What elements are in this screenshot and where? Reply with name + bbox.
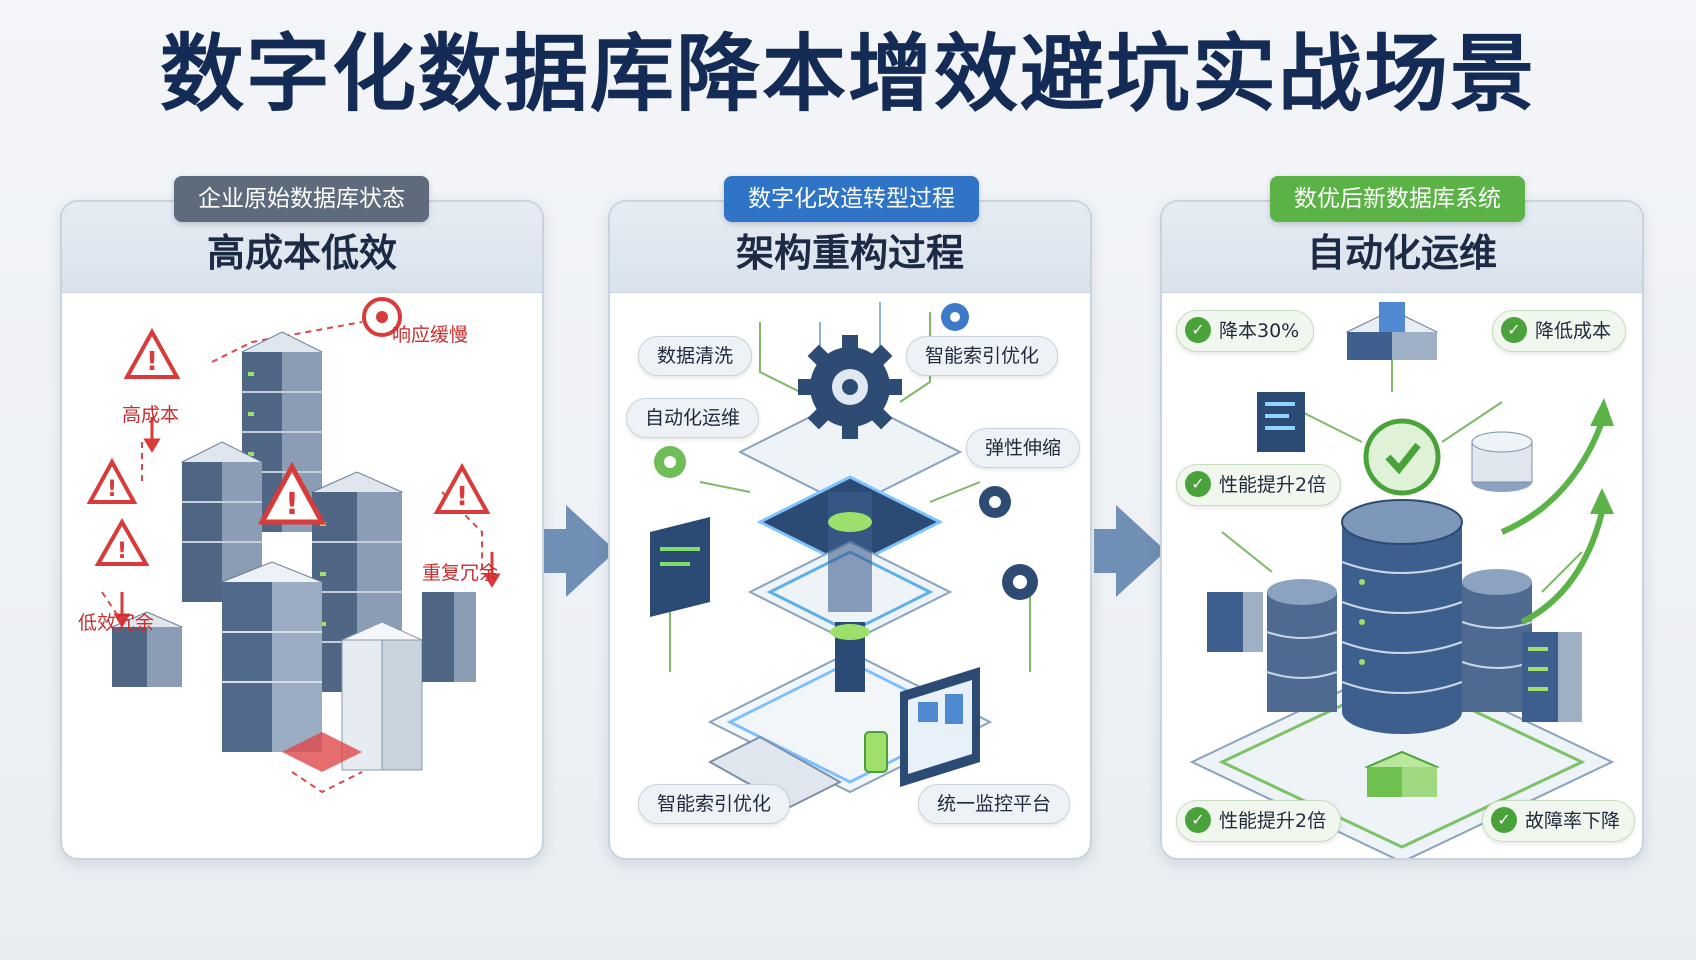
svg-text:!: !: [285, 487, 299, 522]
label-high-cost: 高成本: [122, 404, 180, 426]
server-icon: [1345, 302, 1439, 360]
panel-original-state: 高成本低效: [60, 200, 544, 860]
transformation-illustration: [650, 302, 1038, 809]
check-icon: ✓: [1185, 806, 1211, 833]
page-title: 数字化数据库降本增效避坑实战场景: [159, 25, 1536, 123]
warning-icon: !: [94, 517, 150, 566]
tag-data-cleaning: 数据清洗: [638, 336, 753, 376]
warning-icon: !: [257, 461, 327, 525]
gear-icon: [1002, 564, 1038, 600]
tag-elastic-scaling: 弹性伸缩: [966, 428, 1081, 468]
gear-icon: [941, 303, 969, 331]
tag-unified-monitoring: 统一监控平台: [918, 784, 1071, 824]
label-duplicate-redundancy: 重复冗余: [422, 562, 499, 584]
warning-icon: !: [123, 327, 181, 379]
growth-arrow-icon: [1500, 398, 1614, 625]
monitor-icon: [650, 517, 710, 617]
label-inefficient-redundancy: 低效冗余: [78, 612, 155, 634]
optimized-system-illustration: [1189, 302, 1615, 858]
panel-optimized: 自动化运维: [1160, 200, 1644, 860]
tag-cost-reduction: ✓降低成本: [1492, 310, 1627, 352]
pill-original-state: 企业原始数据库状态: [174, 176, 429, 222]
check-icon: ✓: [1501, 316, 1527, 343]
check-icon: ✓: [1185, 470, 1211, 497]
tag-smart-index: 智能索引优化: [906, 336, 1059, 376]
pill-optimized: 数优后新数据库系统: [1270, 176, 1525, 222]
svg-text:!: !: [146, 347, 158, 377]
gear-icon: [979, 486, 1011, 518]
alarm-icon: [362, 297, 402, 337]
server-cluster-illustration: ! ! ! ! !: [86, 297, 501, 794]
svg-text:!: !: [456, 482, 468, 512]
label-slow-response: 响应缓慢: [392, 324, 469, 346]
database-icon: [1471, 431, 1533, 492]
tag-performance-2x: ✓性能提升2倍: [1176, 464, 1342, 506]
tag-failure-rate-down: ✓故障率下降: [1482, 800, 1636, 842]
pill-transformation: 数字化改造转型过程: [724, 176, 979, 222]
flow-arrow: [1094, 505, 1166, 597]
database-icon: [1461, 569, 1533, 712]
check-icon: ✓: [1491, 806, 1517, 833]
monitor-icon: [900, 667, 980, 787]
tag-smart-index-bottom: 智能索引优化: [638, 784, 791, 824]
panel-header: 自动化运维: [1162, 202, 1642, 293]
svg-text:!: !: [117, 539, 127, 564]
panel-subtitle: 架构重构过程: [735, 231, 964, 275]
tag-auto-ops: 自动化运维: [626, 398, 760, 438]
database-icon: [1341, 499, 1463, 734]
server-icon: [1207, 592, 1263, 652]
server-icon: [110, 331, 476, 771]
database-icon: [1266, 579, 1338, 712]
server-icon: [1522, 632, 1582, 722]
check-icon: ✓: [1185, 316, 1211, 343]
tag-performance-2x-bottom: ✓性能提升2倍: [1176, 800, 1342, 842]
warning-icon: !: [433, 462, 491, 514]
flow-arrow: [544, 505, 616, 597]
svg-text:!: !: [107, 477, 117, 502]
panel-transformation: 架构重构过程: [608, 200, 1092, 860]
tag-cost-down-30: ✓降本30%: [1176, 310, 1315, 352]
warning-icon: !: [86, 457, 138, 504]
panel-subtitle: 高成本低效: [206, 231, 397, 275]
check-icon: [1363, 418, 1441, 496]
panel-header: 架构重构过程: [610, 202, 1090, 293]
gear-icon: [654, 446, 686, 478]
gear-icon: [798, 335, 902, 439]
panel-subtitle: 自动化运维: [1306, 231, 1497, 275]
